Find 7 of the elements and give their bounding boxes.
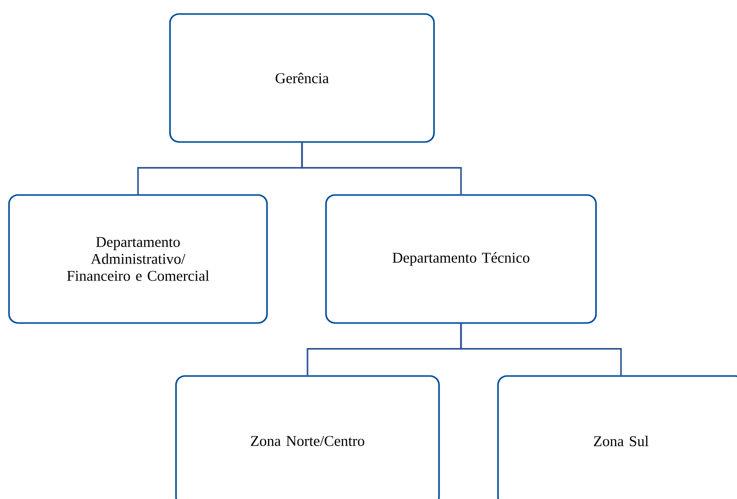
org-box: Gerência (169, 13, 435, 143)
org-box: Departamento Administrativo/ Financeiro e Comercial (8, 194, 268, 324)
org-box: Zona Norte/Centro (175, 375, 440, 499)
org-box: Zona Sul (497, 375, 737, 499)
org-box: Departamento Técnico (325, 194, 597, 324)
connector-line (460, 324, 622, 376)
connector-line (301, 142, 462, 194)
